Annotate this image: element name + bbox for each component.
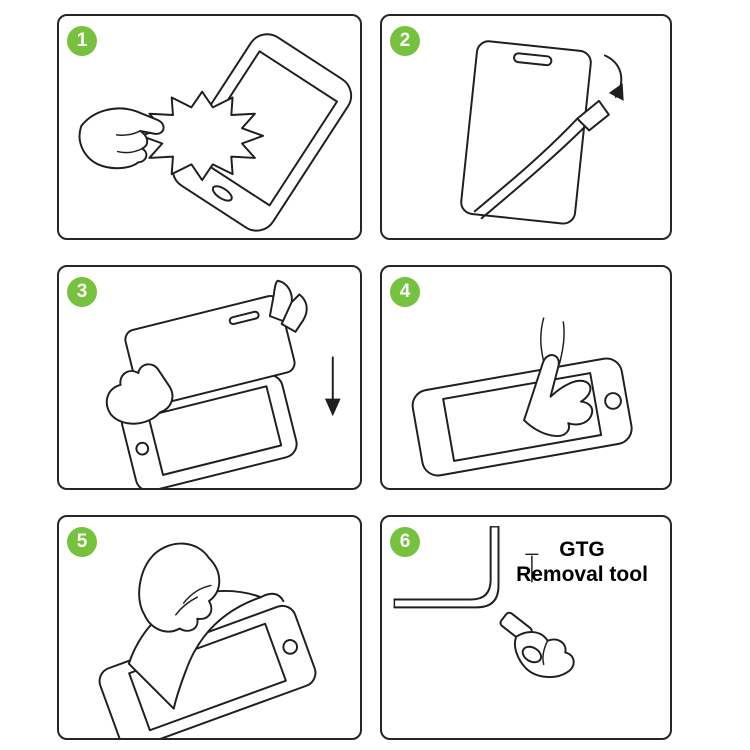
left-hand [105, 363, 174, 425]
step-panel-3: 3 [57, 265, 362, 490]
film-layer-line [480, 121, 591, 220]
hand [138, 542, 221, 633]
step-panel-4: 4 [380, 265, 672, 490]
peel-film-illustration [460, 40, 624, 225]
thumbnail [521, 645, 543, 664]
film-curl [576, 99, 610, 132]
finger-lines [115, 130, 143, 154]
removal-tool-illustration [393, 525, 575, 678]
finger-lines [175, 584, 212, 616]
glass-corner-edge-inner [393, 525, 492, 601]
step-number-badge: 4 [390, 277, 420, 307]
glass-edge-cap [393, 526, 500, 609]
instruction-sheet: 1 2 3 [57, 14, 672, 740]
pinching-fingers [513, 631, 575, 678]
removal-tool-label-line2: Removal tool [516, 563, 648, 587]
finger-crease [542, 640, 549, 666]
film-layer-line [473, 117, 579, 213]
film-curl-line [259, 592, 285, 603]
step-number-badge: 6 [390, 527, 420, 557]
down-arrow-head-icon [324, 398, 341, 417]
step-number-badge: 3 [67, 277, 97, 307]
step-panel-5: 5 [57, 515, 362, 740]
press-screen-illustration [411, 317, 633, 477]
step-number-badge: 2 [390, 26, 420, 56]
step-panel-6: 6 GTG Removal tool [380, 515, 672, 740]
wrist-lines [539, 317, 565, 365]
glass-protector-outline [124, 294, 296, 408]
pressing-hand [523, 354, 594, 437]
align-glass-illustration [105, 279, 341, 488]
smooth-film-illustration [98, 542, 317, 738]
label-leader-line [525, 553, 539, 583]
step-panel-2: 2 [380, 14, 672, 240]
removal-tool-label: GTG Removal tool [500, 537, 664, 587]
step-number-badge: 5 [67, 527, 97, 557]
step-panel-1: 1 [57, 14, 362, 240]
phone-outline [411, 357, 633, 477]
glass-protector-outline [460, 40, 592, 225]
removal-tool-label-line1: GTG [559, 538, 605, 561]
hand [78, 107, 165, 170]
clean-screen-illustration [78, 33, 353, 232]
step-number-badge: 1 [67, 26, 97, 56]
right-hand-finger [280, 293, 308, 333]
glass-corner-edge [393, 525, 500, 609]
peel-arrow-head-icon [608, 83, 624, 101]
